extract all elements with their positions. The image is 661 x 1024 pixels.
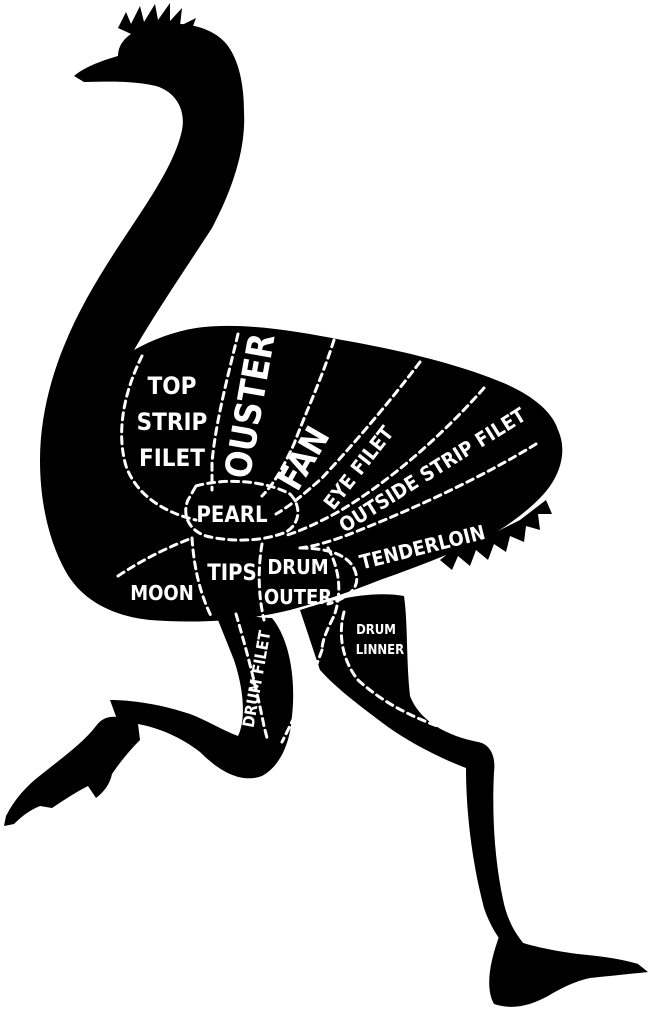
label-top-strip-filet: TOP STRIP FILET <box>137 372 208 472</box>
right-foot <box>489 934 648 1007</box>
cut-line-pearl <box>184 479 300 542</box>
cut-line-tips-drum <box>257 542 266 622</box>
head-neck-body <box>40 23 563 622</box>
cut-line-drum-filet-left <box>234 612 270 744</box>
cut-line-eye-outside <box>282 386 486 538</box>
label-drum-linner-line1: DRUM <box>356 623 396 638</box>
right-leg <box>300 594 524 954</box>
cut-lines <box>116 332 538 744</box>
label-drum-outer: DRUM OUTER <box>264 555 332 609</box>
cut-line-moon-tips <box>116 536 194 578</box>
cut-line-drum-linner <box>339 610 464 736</box>
ostrich-silhouette <box>4 3 648 1007</box>
label-drum-linner: DRUM LINNER <box>356 623 404 658</box>
cut-line-top-strip-ouster <box>210 332 240 492</box>
label-pearl: PEARL <box>196 503 268 528</box>
cut-line-drum-outer-right <box>320 546 341 652</box>
label-tips: TIPS <box>207 561 257 586</box>
wing-fringe <box>440 500 552 570</box>
cut-line-fan-eye <box>274 360 422 516</box>
cut-line-top-strip-outline <box>120 354 198 522</box>
label-drum: DRUM <box>267 555 328 579</box>
cut-line-ouster-fan <box>260 338 336 498</box>
label-strip: STRIP <box>137 408 208 436</box>
label-moon: MOON <box>130 581 194 605</box>
cut-line-drum-filet-right <box>280 648 324 744</box>
cut-line-outside-tenderloin <box>298 442 538 550</box>
left-foot <box>4 716 140 826</box>
cut-line-tenderloin-lower <box>298 546 359 606</box>
cut-line-tips-left <box>190 536 214 620</box>
left-leg <box>110 600 294 779</box>
label-top: TOP <box>148 372 197 400</box>
label-drum-linner-line2: LINNER <box>356 643 404 658</box>
label-outer: OUTER <box>264 585 332 609</box>
label-filet: FILET <box>139 444 205 472</box>
